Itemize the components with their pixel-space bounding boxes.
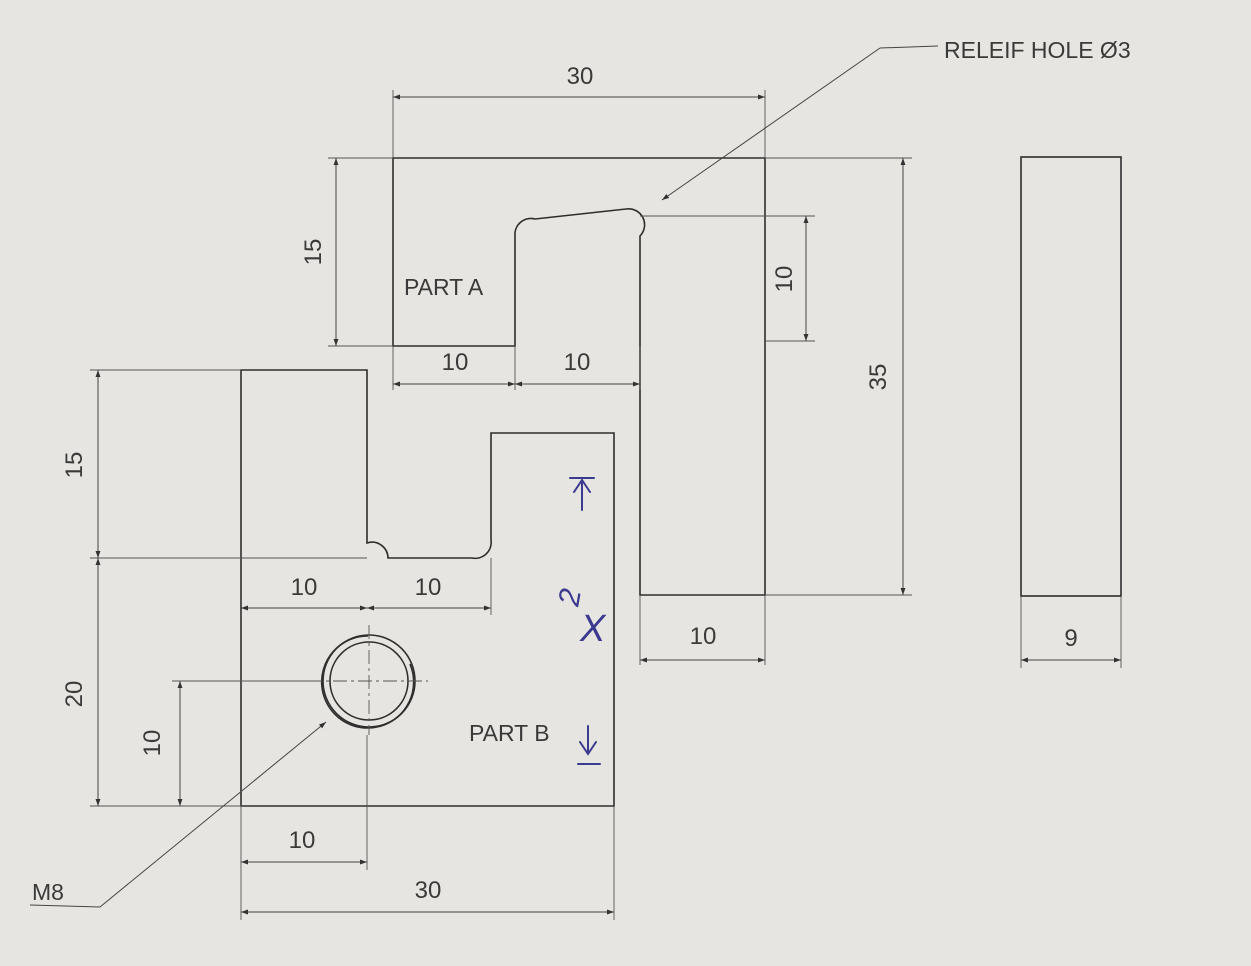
part-b-outline — [240, 369, 615, 807]
part-b-hole-offset-dimension: 10 — [289, 827, 316, 854]
relief-hole-leader — [661, 45, 939, 201]
handwritten-arrow-down — [577, 725, 601, 765]
part-b-slot-left-dimension: 10 — [291, 574, 318, 601]
relief-hole-label: RELEIF HOLE Ø3 — [944, 37, 1131, 63]
thread-size-label: M8 — [32, 879, 64, 905]
part-b-slot-width-dimension: 10 — [415, 574, 442, 601]
handwritten-mark: X — [579, 608, 607, 650]
part-b-hole-height-dimension: 10 — [139, 730, 166, 757]
thread-leader — [29, 721, 327, 908]
part-a-slot-left-dimension: 10 — [442, 349, 469, 376]
part-b-label: PART B — [469, 720, 550, 746]
handwritten-quantity: 2 — [552, 586, 588, 609]
side-view-dimensions — [1020, 596, 1122, 668]
part-b-lower-height-dimension: 20 — [61, 681, 88, 708]
part-b-width-dimension: 30 — [415, 877, 442, 904]
part-a-width-dimension: 30 — [567, 63, 594, 90]
part-a-slot-width-dimension: 10 — [564, 349, 591, 376]
part-a-height-dimension: 15 — [300, 239, 327, 266]
part-b-threaded-hole — [308, 625, 428, 735]
part-a-dimensions — [328, 90, 912, 665]
part-a-slot-depth-dimension: 10 — [771, 266, 798, 293]
side-view-thickness-dimension: 9 — [1064, 625, 1077, 652]
part-a-outline — [392, 157, 766, 596]
part-b-dimensions — [90, 369, 615, 920]
part-b-upper-height-dimension: 15 — [61, 452, 88, 479]
side-view-outline — [1020, 156, 1122, 597]
part-a-label: PART A — [404, 274, 484, 300]
part-a-total-height-dimension: 35 — [865, 364, 892, 391]
part-a-side-width-dimension: 10 — [690, 623, 717, 650]
handwritten-arrow-up — [569, 477, 595, 511]
